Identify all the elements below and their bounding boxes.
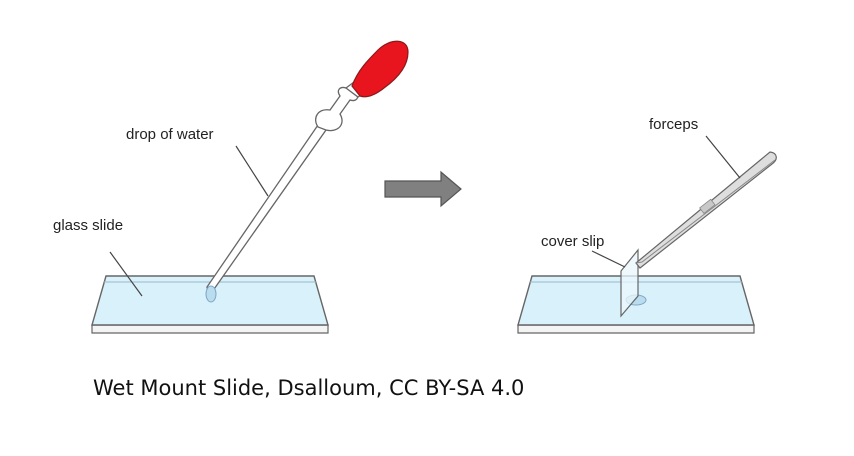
cover-slip-label: cover slip: [541, 233, 604, 250]
forceps: [635, 151, 777, 269]
pipette: [206, 40, 409, 294]
drop-of-water-label: drop of water: [126, 126, 214, 143]
pipette-bulb: [351, 40, 409, 98]
cover-slip-leader: [591, 250, 626, 268]
drop-of-water-leader: [235, 145, 269, 197]
glass-slide-label: glass slide: [53, 217, 123, 234]
glass-slide-leader: [109, 251, 143, 297]
forceps-label: forceps: [649, 116, 698, 133]
right-arrow-icon: [384, 170, 462, 208]
image-caption: Wet Mount Slide, Dsalloum, CC BY-SA 4.0: [93, 376, 525, 400]
water-drop: [205, 285, 217, 303]
forceps-leader: [705, 135, 741, 179]
cover-slip: [620, 248, 639, 318]
